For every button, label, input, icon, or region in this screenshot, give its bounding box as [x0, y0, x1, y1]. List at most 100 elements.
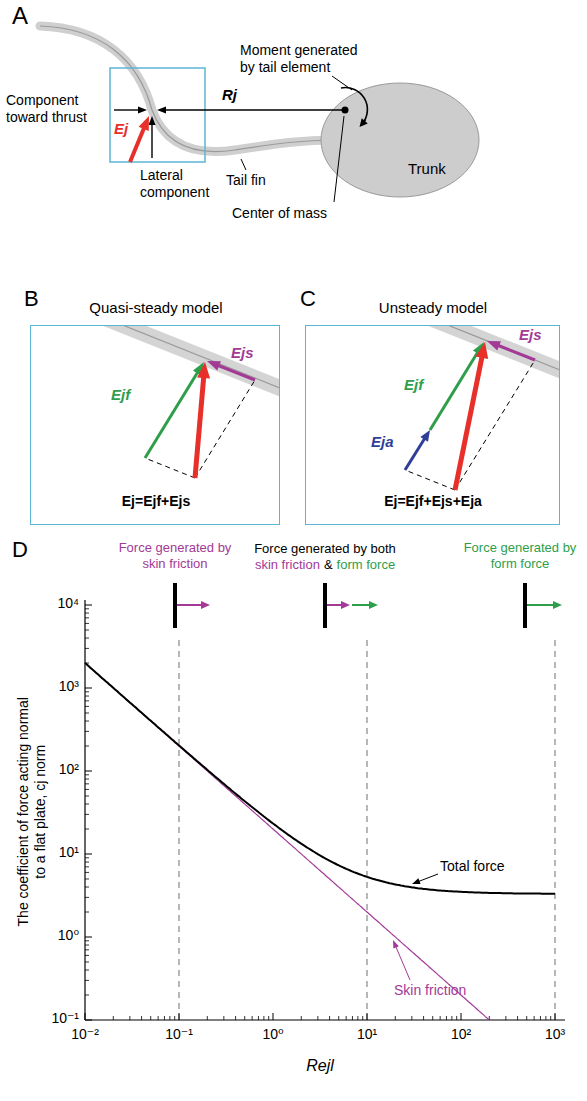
- major-tick: [85, 937, 92, 938]
- force-vector-head: [139, 116, 149, 131]
- vector-label: Ejs: [231, 344, 267, 362]
- minor-tick: [395, 1016, 396, 1020]
- tick-label: 10⁴: [35, 595, 79, 612]
- minor-tick: [85, 795, 89, 796]
- minor-tick: [362, 1016, 363, 1020]
- force-vector-head: [197, 362, 210, 378]
- minor-tick: [550, 1016, 551, 1020]
- major-tick: [367, 1013, 368, 1020]
- minor-tick: [85, 995, 89, 996]
- force-direction-arrow-head: [369, 601, 378, 609]
- minor-tick: [174, 1016, 175, 1020]
- callout: Moment generated by tail element: [240, 42, 370, 76]
- force-direction-arrow-shaft: [177, 604, 203, 606]
- form-force-vector: [145, 362, 204, 458]
- part-label: Trunk: [408, 160, 464, 178]
- leader-line: [332, 76, 352, 90]
- minor-tick: [517, 1016, 518, 1020]
- added-mass-vector-head: [420, 430, 430, 442]
- vector-label: Eja: [371, 433, 407, 451]
- curve-pointer: [412, 874, 438, 884]
- trunk-body: Trunk: [320, 82, 480, 198]
- minor-tick: [85, 961, 89, 962]
- regime-divider: [179, 640, 555, 1020]
- curve-pointer: [393, 940, 410, 980]
- minor-tick: [85, 829, 89, 830]
- minor-tick: [85, 779, 89, 780]
- force-direction-arrow-head: [553, 601, 562, 609]
- regime-label: Force generated by both: [235, 541, 415, 557]
- minor-tick: [85, 700, 89, 701]
- regime-label: skin friction: [255, 557, 320, 573]
- vector-label: Rj: [222, 86, 252, 104]
- total-force-curve: [85, 663, 555, 894]
- regime-label: Force generated by form force: [457, 540, 583, 571]
- minor-tick: [526, 1016, 527, 1020]
- curve-pointer-shaft: [396, 946, 410, 980]
- tick-label: 10⁻¹: [35, 1010, 79, 1027]
- minor-tick: [85, 872, 89, 873]
- minor-tick: [164, 1016, 165, 1020]
- model-box: Quasi-steady modelEjfEjsEj=Ejf+Ejs: [30, 325, 280, 525]
- minor-tick: [451, 1016, 452, 1020]
- minor-tick: [207, 1016, 208, 1020]
- thrust-component-arrow-head: [138, 107, 147, 114]
- force-direction-arrow-shaft: [327, 604, 343, 606]
- force-direction-arrow: [352, 601, 378, 609]
- minor-tick: [85, 862, 89, 863]
- minor-tick: [85, 629, 89, 630]
- minor-tick: [85, 970, 89, 971]
- minor-tick: [423, 1016, 424, 1020]
- skin-friction-vector: [207, 361, 255, 380]
- thrust-component-arrow-shaft: [114, 109, 140, 110]
- force-vector: [455, 342, 488, 490]
- minor-tick: [85, 783, 89, 784]
- minor-tick: [446, 1016, 447, 1020]
- minor-tick: [432, 1016, 433, 1020]
- minor-tick: [85, 648, 89, 649]
- tick-label: 10⁻²: [62, 1026, 108, 1043]
- axes: [85, 600, 565, 1020]
- skin-friction-vector-head: [207, 361, 221, 370]
- force-direction-arrow: [527, 601, 562, 609]
- minor-tick: [85, 897, 89, 898]
- minor-tick: [456, 1016, 457, 1020]
- major-tick: [85, 688, 92, 689]
- tick-label: 10¹: [344, 1026, 390, 1043]
- minor-tick: [85, 617, 89, 618]
- callout: Lateral component: [140, 167, 222, 201]
- tick-label: 10⁻¹: [156, 1026, 202, 1043]
- minor-tick: [411, 1016, 412, 1020]
- force-direction-arrow: [177, 601, 210, 609]
- form-force-vector-shaft: [145, 372, 198, 458]
- minor-tick: [85, 712, 89, 713]
- curve-pointer-head: [412, 878, 421, 884]
- tick-label: 10⁰: [35, 927, 79, 944]
- panel-letter: A: [12, 2, 42, 31]
- major-tick: [273, 1013, 274, 1020]
- leader-line: [241, 159, 246, 170]
- force-vector-head: [475, 342, 488, 359]
- position-vector-shaft: [165, 109, 343, 110]
- moment-arrowhead-shaft: [364, 120, 366, 122]
- minor-tick: [85, 955, 89, 956]
- callout: Tail fin: [226, 172, 296, 189]
- minor-tick: [169, 1016, 170, 1020]
- minor-tick: [268, 1016, 269, 1020]
- force-vector: [195, 362, 210, 478]
- minor-tick: [346, 1016, 347, 1020]
- minor-tick: [235, 1016, 236, 1020]
- vector-label: Ejs: [519, 326, 555, 344]
- model-box: Unsteady modelEjfEjsEjaEj=Ejf+Ejs+Eja: [305, 325, 560, 525]
- minor-tick: [85, 980, 89, 981]
- skin-friction-vector-head: [487, 341, 501, 350]
- regime-label: Force generated by skin friction: [110, 540, 240, 571]
- curves: [85, 663, 555, 1020]
- minor-tick: [85, 731, 89, 732]
- moment-arrowhead: [360, 118, 368, 127]
- added-mass-vector: [405, 430, 430, 470]
- ticks: [85, 605, 555, 1020]
- vector-label: Ej: [114, 120, 138, 138]
- panel-letter: C: [300, 286, 324, 312]
- regime-label-row: skin friction&form force: [225, 557, 425, 573]
